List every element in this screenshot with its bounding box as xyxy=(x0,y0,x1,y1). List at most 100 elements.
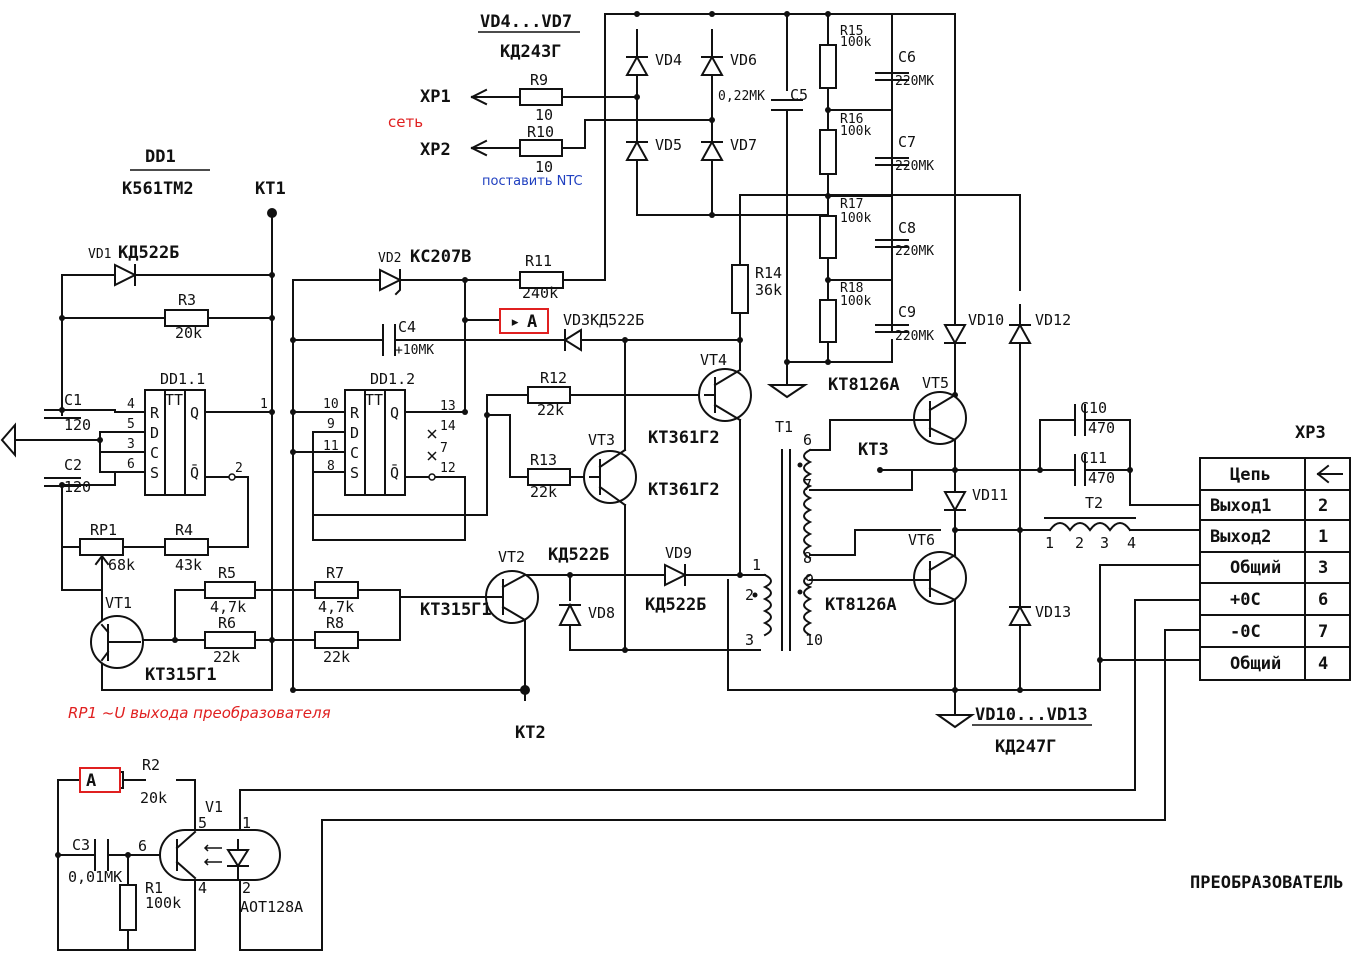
components-c9-label: C9 xyxy=(898,303,916,321)
components-c3-val-label: 0,01MK xyxy=(68,868,122,886)
components-r7-val-label: 4,7k xyxy=(318,598,354,616)
components-c1-label: C1 xyxy=(64,391,82,409)
transistors xyxy=(90,368,967,669)
components-r17-label: R17 xyxy=(840,197,863,212)
pin-numbers-t1-6-label: 9 xyxy=(805,571,814,589)
pin-numbers-v1-0-label: 5 xyxy=(198,814,207,832)
components-c2-val-label: 120 xyxy=(64,478,91,496)
components-v1-type-label: AOT128A xyxy=(240,898,303,916)
xp3-table-rows-0-label-label: Выход1 xyxy=(1210,496,1271,516)
diodes xyxy=(114,54,1032,626)
components-r10-label: R10 xyxy=(527,123,554,141)
pin-numbers-t1-1-label: 2 xyxy=(745,586,754,604)
components-r11-val-label: 240k xyxy=(522,284,558,302)
r14-body xyxy=(731,264,749,314)
optocoupler xyxy=(159,829,281,881)
components-r18-val-label: 100k xyxy=(840,294,871,309)
components-c4-val-label: +10MK xyxy=(395,343,434,358)
xp3-header-label: Цепь xyxy=(1230,465,1271,485)
components-r18-label: R18 xyxy=(840,281,863,296)
components-r14-label: R14 xyxy=(755,264,782,282)
components-vd5-label: VD5 xyxy=(655,136,682,154)
components-vd8-label: VD8 xyxy=(588,604,615,622)
marker-a-box xyxy=(499,308,549,334)
r16-body xyxy=(819,129,837,175)
components-r17-val-label: 100k xyxy=(840,211,871,226)
components-r3-val-label: 20k xyxy=(175,324,202,342)
components-r2-label: R2 xyxy=(142,756,160,774)
components-vd3-label: VD3КД522Б xyxy=(563,311,644,329)
components-r16-label: R16 xyxy=(840,112,863,127)
components-r2-val-label: 20k xyxy=(140,789,167,807)
pin-numbers-dd12-6-label: 7 xyxy=(440,441,448,456)
components-vt2-label: VT2 xyxy=(498,548,525,566)
components-t2-label: T2 xyxy=(1085,494,1103,512)
components-r12-val-label: 22k xyxy=(537,401,564,419)
components-c11-label: C11 xyxy=(1080,449,1107,467)
components-r15-label: R15 xyxy=(840,24,863,39)
components-c6-label: C6 xyxy=(898,48,916,66)
r15-body xyxy=(819,44,837,89)
pin-numbers-v1-2-label: 4 xyxy=(198,879,207,897)
r12-body xyxy=(527,386,571,404)
pin-numbers-dd12-2-label: 11 xyxy=(323,439,339,454)
components-vd4-label: VD4 xyxy=(655,51,682,69)
pin-numbers-t1-0-label: 1 xyxy=(752,556,761,574)
marker-a-label: A xyxy=(86,771,96,791)
components-r7-label: R7 xyxy=(326,564,344,582)
rp1-body xyxy=(79,538,124,556)
components-r13-label: R13 xyxy=(530,451,557,469)
xp3-table-rows-2-pin-label: 3 xyxy=(1318,558,1328,578)
components-r1-label: R1 xyxy=(145,879,163,897)
xp3-label: XP3 xyxy=(1295,423,1326,443)
kt1-label: KT1 xyxy=(255,179,286,199)
marker-a-label: ▸ xyxy=(510,312,520,332)
chips-pins-s-label: S xyxy=(350,464,359,482)
dd1-label: DD1 xyxy=(145,147,176,167)
pin-numbers-dd11-0-label: 4 xyxy=(127,397,135,412)
components-r4-label: R4 xyxy=(175,521,193,539)
pin-numbers-dd11-5-label: 2 xyxy=(235,461,243,476)
pin-numbers-dd12-4-label: 13 xyxy=(440,399,456,414)
pin-numbers-t1-3-label: 6 xyxy=(803,431,812,449)
r1-body xyxy=(119,884,137,931)
vd4-7-type: КД243Г xyxy=(500,42,561,62)
pin-numbers-dd11-3-label: 6 xyxy=(127,457,135,472)
r18-body xyxy=(819,299,837,343)
pin-numbers-dd11-1-label: 5 xyxy=(127,417,135,432)
components-vd10-13-type-label: КД247Г xyxy=(995,737,1056,757)
pin-numbers-dd12-1-label: 9 xyxy=(327,417,335,432)
components-vt3-label: VT3 xyxy=(588,431,615,449)
components-vt1-type-label: KT315Г1 xyxy=(145,665,217,685)
chips-pins-q-label: Q xyxy=(190,404,199,422)
components-vt3-type-label: KT361Г2 xyxy=(648,480,720,500)
components-r13-val-label: 22k xyxy=(530,483,557,501)
components-r9-val-label: 10 xyxy=(535,106,553,124)
components-c8-val-label: 220MK xyxy=(895,244,934,259)
chips-pins-q-label: Q xyxy=(390,404,399,422)
xp3-table-rows-5-label-label: Общий xyxy=(1230,654,1281,674)
rp1-note: RP1 ~U выхода преобразователя xyxy=(68,704,331,722)
chips-pins-d-label: D xyxy=(150,424,159,442)
chips-pins-r-label: R xyxy=(150,404,160,422)
kt2-label: KT2 xyxy=(515,723,546,743)
r3-body xyxy=(164,309,209,327)
pin-numbers-v1-4-label: 2 xyxy=(242,879,251,897)
xp3-table xyxy=(1199,457,1351,681)
components-t1-label: T1 xyxy=(775,418,793,436)
components-r10-val-label: 10 xyxy=(535,158,553,176)
xp3-table-rows-3-pin-label: 6 xyxy=(1318,590,1328,610)
components-vd9-label: VD9 xyxy=(665,544,692,562)
dd1-1-body xyxy=(144,389,206,496)
chips-pins-nq-label: Q̄ xyxy=(390,463,399,482)
components-vt5-label: VT5 xyxy=(922,374,949,392)
components-r8-val-label: 22k xyxy=(323,648,350,666)
xp3-table-rows-4-pin-label: 7 xyxy=(1318,622,1328,642)
ground-icon xyxy=(934,714,976,729)
pin-numbers-t2-3-label: 4 xyxy=(1127,534,1136,552)
components-vd9-type-label: КД522Б xyxy=(548,545,609,565)
components-vt5-type-label: KT8126A xyxy=(828,375,900,395)
components-vt2-type-label: KT315Г1 xyxy=(420,600,492,620)
chips-pins-r-label: R xyxy=(350,404,360,422)
